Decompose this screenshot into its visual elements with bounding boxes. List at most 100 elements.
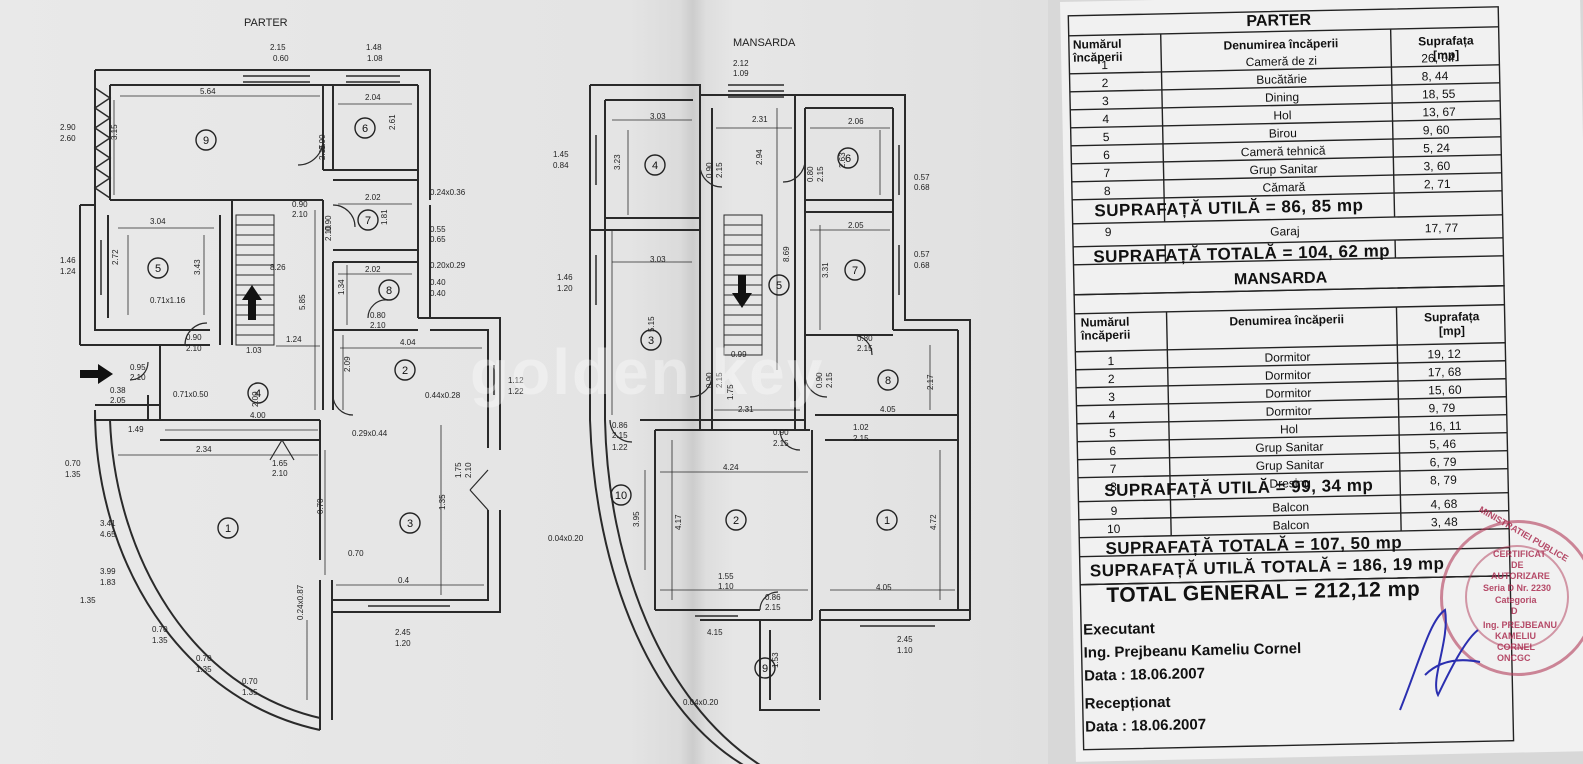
parter-plan-title: PARTER (244, 17, 288, 29)
parter-row-nr: 8 (1103, 183, 1111, 199)
parter-dimension-label: 0.55 (430, 225, 446, 234)
mansarda-row-name: Hol (1279, 422, 1299, 437)
parter-row-name: Cameră de zi (1245, 53, 1318, 70)
mansarda-row-nr: 9 (1110, 503, 1118, 519)
parter-row-nr: 5 (1102, 129, 1110, 145)
signature (1399, 608, 1481, 711)
mansarda-row-area: 15, 60 (1428, 382, 1462, 398)
parter-dimension-label: 1.35 (65, 470, 81, 479)
mansarda-dimension-label: 2.15 (612, 431, 628, 440)
stamp-text: Seria D Nr. 2230 (1483, 583, 1552, 593)
mansarda-room-9: 9 (762, 663, 768, 675)
area-table: PARTER Numărul încăperii Denumirea încăp… (1060, 0, 1583, 762)
stamp-text: D (1511, 606, 1518, 616)
mansarda-dimension-label: 2.17 (926, 374, 935, 390)
mansarda-room-3: 3 (648, 335, 654, 347)
parter-dimension-label: 0.70 (152, 625, 168, 634)
mansarda-dimension-label: 2.31 (752, 115, 768, 124)
mansarda-plan-title: MANSARDA (733, 37, 796, 49)
parter-row-name: Garaj (1270, 224, 1300, 239)
parter-dimension-label: 1.12 (508, 376, 524, 385)
parter-row-area: 26, 04 (1421, 50, 1455, 66)
mansarda-row-nr: 6 (1109, 443, 1117, 459)
mansarda-row-nr: 3 (1108, 389, 1116, 405)
parter-dimension-label: 0.20x0.29 (430, 261, 466, 270)
mansarda-dimension-label: 2.12 (733, 59, 749, 68)
parter-room-4: 4 (255, 388, 261, 400)
mansarda-room-4: 4 (652, 160, 658, 172)
mansarda-dimension-label: 2.15 (825, 372, 834, 388)
parter-dimension-label: 8.26 (270, 263, 286, 272)
stamp-text: DE (1511, 560, 1524, 570)
parter-dimension-label: 0.80 (370, 311, 386, 320)
parter-section-title: PARTER (1246, 11, 1312, 31)
mansarda-room-6: 6 (845, 153, 851, 165)
receptionat-date: Data : 18.06.2007 (1085, 716, 1207, 736)
mansarda-row-area: 16, 11 (1428, 418, 1462, 434)
parter-dimension-label: 1.35 (242, 688, 258, 697)
mansarda-dimension-label: 1.55 (718, 572, 734, 581)
parter-dimension-label: 2.05 (110, 396, 126, 405)
parter-room-6: 6 (362, 123, 368, 135)
parter-row-area: 3, 60 (1423, 158, 1451, 174)
parter-dimension-label: 4.00 (250, 411, 266, 420)
parter-row-nr: 6 (1103, 147, 1111, 163)
mansarda-section-title: MANSARDA (1233, 269, 1328, 289)
parter-row-name: Cămară (1262, 179, 1306, 195)
parter-room-7: 7 (365, 215, 371, 227)
mansarda-dimension-label: 4.17 (674, 514, 683, 530)
mansarda-dimension-label: 2.15 (853, 434, 869, 443)
parter-dimension-label: 2.10 (292, 210, 308, 219)
mansarda-room-7: 7 (852, 265, 858, 277)
parter-dimension-label: 1.75 (454, 462, 463, 478)
parter-dimension-label: 0.90 (324, 215, 333, 231)
parter-row-name: Bucătărie (1256, 71, 1308, 87)
parter-dimension-label: 1.24 (60, 267, 76, 276)
parter-dimension-label: 0.29x0.44 (352, 429, 388, 438)
mansarda-dimension-label: 2.05 (848, 221, 864, 230)
mansarda-col-nr: Numărul încăperii (1080, 314, 1131, 343)
parter-dimension-label: 2.10 (186, 344, 202, 353)
parter-dimension-label: 2.61 (388, 114, 397, 130)
mansarda-dimension-label: 1.45 (553, 150, 569, 159)
parter-dimension-label: 1.35 (438, 494, 447, 510)
parter-dimension-label: 1.22 (508, 387, 524, 396)
parter-dimension-label: 2.09 (251, 391, 260, 407)
mansarda-row-nr: 2 (1107, 371, 1115, 387)
mansarda-dimension-label: 0.68 (914, 183, 930, 192)
mansarda-dimension-label: 4.72 (929, 514, 938, 530)
parter-dimension-label: 0.70 (196, 654, 212, 663)
parter-dimension-label: 0.60 (273, 54, 289, 63)
parter-row-nr: 3 (1101, 94, 1109, 109)
mansarda-dimension-label: 8.69 (782, 246, 791, 262)
parter-dimension-label: 5.64 (200, 87, 216, 96)
parter-dimension-label: 4.04 (400, 338, 416, 347)
mansarda-room-10: 10 (615, 490, 627, 502)
parter-room-9: 9 (203, 135, 209, 147)
mansarda-row-area: 19, 12 (1427, 346, 1461, 362)
mansarda-row-name: Dormitor (1265, 403, 1312, 419)
parter-dimension-label: 0.65 (430, 235, 446, 244)
mansarda-dimension-label: 0.04x0.20 (548, 534, 584, 543)
parter-dimension-label: 1.03 (246, 346, 262, 355)
mansarda-dimension-label: 0.57 (914, 173, 930, 182)
parter-col-nr: Numărul încăperii (1072, 36, 1123, 65)
parter-dimension-label: 1.34 (337, 279, 346, 295)
parter-dimension-label: 0.40 (430, 289, 446, 298)
parter-dimension-label: 1.81 (380, 209, 389, 225)
mansarda-walls (589, 84, 971, 764)
mansarda-row-nr: 5 (1108, 425, 1116, 441)
parter-dimension-label: 2.15 (270, 43, 286, 52)
parter-room-8: 8 (386, 285, 392, 297)
parter-row-nr: 1 (1101, 58, 1109, 73)
parter-dimension-label: 2.60 (60, 134, 76, 143)
mansarda-room-1: 1 (884, 515, 890, 527)
mansarda-dimension-label: 2.94 (755, 149, 764, 165)
mansarda-dimension-label: 3.31 (821, 262, 830, 278)
mansarda-row-name: Balcon (1272, 499, 1310, 515)
parter-dimension-label: 2.09 (343, 356, 352, 372)
mansarda-dimension-label: 3.95 (632, 511, 641, 527)
parter-dimension-label: 1.35 (152, 636, 168, 645)
mansarda-row-nr: 1 (1107, 353, 1115, 369)
